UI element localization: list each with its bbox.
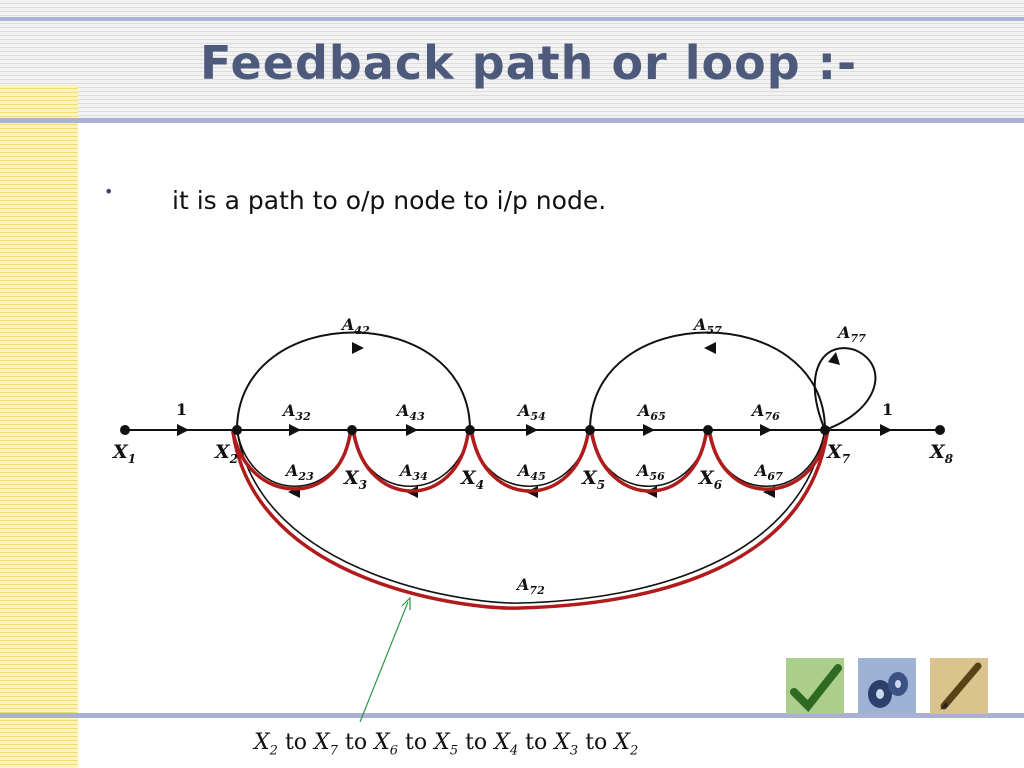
caption-node-x7: X7 <box>314 730 338 759</box>
pointer-line <box>359 601 409 723</box>
checkmark-icon <box>786 658 844 714</box>
top-rule <box>0 17 1024 21</box>
bottom-rule <box>0 713 1024 718</box>
arrow-a57 <box>704 342 716 354</box>
pen-icon <box>930 658 988 714</box>
branch-a42 <box>236 331 471 431</box>
arrow-a43 <box>406 424 418 436</box>
label-a34: A34 <box>398 461 428 483</box>
node-label-x2: X2 <box>214 441 238 466</box>
highlighted-loop <box>231 430 829 610</box>
branch-a77 <box>813 347 877 431</box>
left-sidebar-stripes <box>0 85 78 768</box>
node-label-x6: X6 <box>698 467 723 492</box>
caption-to: to <box>465 730 488 755</box>
label-a77: A77 <box>836 323 866 345</box>
label-a65: A65 <box>636 401 666 423</box>
node-labels: X1 X2 X3 X4 X5 X6 X7 X8 <box>112 441 954 492</box>
arrow-a54 <box>526 424 538 436</box>
label-a56: A56 <box>635 461 665 483</box>
arrow-1-in <box>177 424 189 436</box>
arrow-1-out <box>880 424 892 436</box>
caption-to: to <box>585 730 608 755</box>
caption-to: to <box>405 730 428 755</box>
caption-to: to <box>345 730 368 755</box>
label-a43: A43 <box>395 401 425 423</box>
caption-node-x5: X5 <box>434 730 459 759</box>
caption-node-x6: X6 <box>374 730 399 759</box>
arrow-a42 <box>352 342 364 354</box>
pen-thumbnail <box>930 658 988 714</box>
node-label-x7: X7 <box>826 441 851 466</box>
loop-caption: X2 to X7 to X6 to X5 to X4 to X3 to X2 <box>254 730 638 758</box>
label-a23: A23 <box>284 461 314 483</box>
node-label-x3: X3 <box>343 467 367 492</box>
caption-node-x3: X3 <box>554 730 579 759</box>
caption-to: to <box>525 730 548 755</box>
label-1-in: 1 <box>176 400 187 419</box>
disc-thumbnail <box>858 658 916 714</box>
node-label-x8: X8 <box>929 441 954 466</box>
node-label-x5: X5 <box>581 467 605 492</box>
arrow-a65 <box>643 424 655 436</box>
branch-labels: 1 1 A42 A32 A43 A54 A65 A76 A57 A77 A23 … <box>176 315 893 597</box>
nodes <box>120 425 945 435</box>
label-a45: A45 <box>516 461 546 483</box>
bullet-text: it is a path to o/p node to i/p node. <box>172 186 607 215</box>
bullet-dot: • <box>104 182 114 201</box>
arrow-a77 <box>828 352 840 365</box>
feedback-branches-black <box>236 429 826 604</box>
caption-to: to <box>284 730 308 755</box>
arrow-a76 <box>760 424 772 436</box>
pointer-arrowhead <box>401 596 411 610</box>
branch-a57 <box>589 331 826 431</box>
label-a72: A72 <box>515 575 545 597</box>
label-a57: A57 <box>692 315 722 337</box>
label-a54: A54 <box>516 401 546 423</box>
arrow-a32 <box>289 424 301 436</box>
slide-title: Feedback path or loop :- <box>200 36 858 90</box>
label-1-out: 1 <box>882 400 893 419</box>
label-a67: A67 <box>753 461 783 483</box>
node-label-x1: X1 <box>112 441 136 466</box>
caption-node-x4: X4 <box>494 730 519 759</box>
caption-node-x2-end: X2 <box>614 730 639 759</box>
checkmark-thumbnail <box>786 658 844 714</box>
title-rule <box>0 118 1024 123</box>
label-a32: A32 <box>281 401 311 423</box>
node-label-x4: X4 <box>460 467 484 492</box>
disc-icon <box>858 658 916 714</box>
label-a42: A42 <box>340 315 370 337</box>
label-a76: A76 <box>750 401 780 423</box>
caption-node-x2-start: X2 <box>254 730 278 759</box>
forward-arrows <box>177 424 892 436</box>
